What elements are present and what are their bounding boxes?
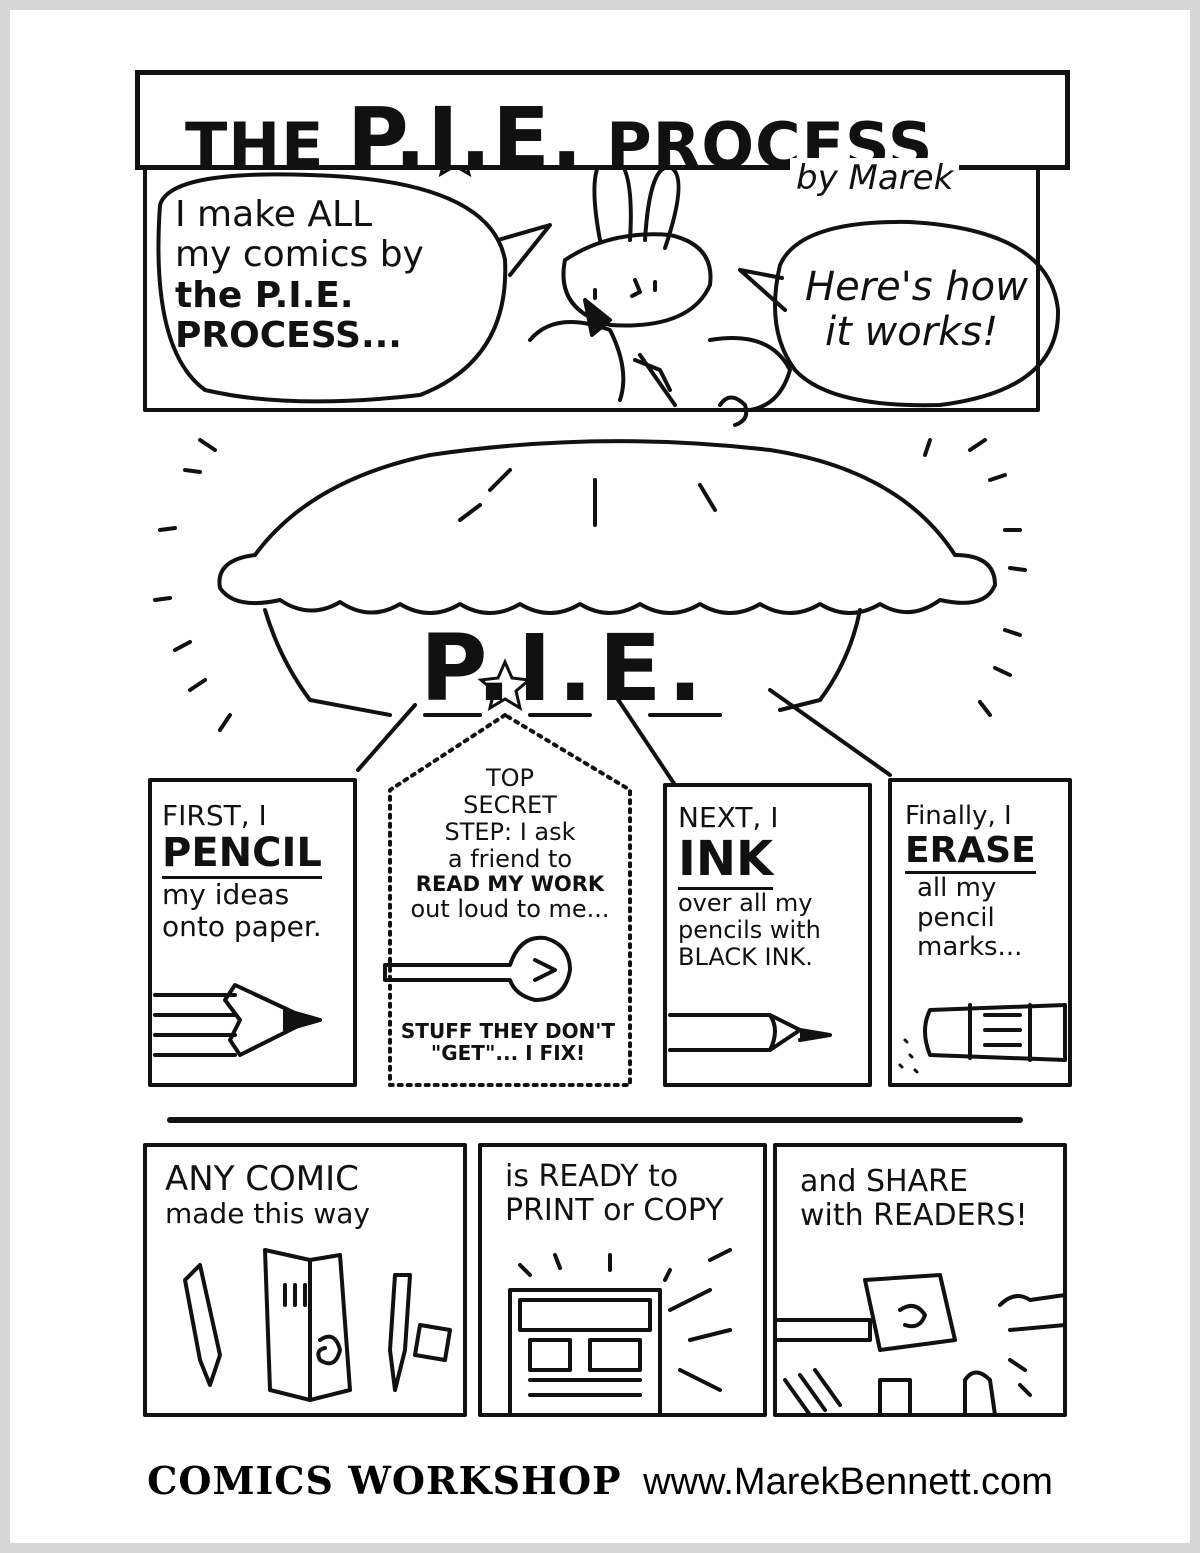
sparkle-lines: [153, 438, 1027, 732]
secret-step-line: a friend to: [447, 844, 573, 873]
erase-step-line1: Finally, I: [905, 801, 1012, 831]
ink-step-text: NEXT, I INK over all my pencils with BLA…: [678, 802, 821, 971]
ink-step-line: over all my: [678, 889, 813, 918]
ink-step-line: pencils with: [678, 915, 821, 944]
pencil-drawing: [153, 983, 322, 1057]
bottom-panel-3-frame: [773, 1143, 1067, 1417]
rabbit-character: [528, 153, 792, 427]
comic-page: THE P.I.E. PROCESS by Marek I make ALL m…: [10, 10, 1190, 1543]
left-bubble-line: the P.I.E.: [175, 274, 354, 316]
footer-url[interactable]: www.MarekBennett.com: [643, 1461, 1053, 1503]
footer-workshop: COMICS WORKSHOP: [147, 1458, 622, 1503]
connector-e: [768, 688, 892, 777]
pencil-step-keyword: PENCIL: [162, 831, 322, 880]
connector-i: [613, 693, 677, 787]
pie-illustration: [153, 438, 1027, 1087]
bottom-panel-1-line: made this way: [165, 1197, 370, 1231]
right-bubble-tail: [738, 268, 787, 312]
left-bubble-line: my comics by: [175, 234, 424, 276]
erase-step-line: all my: [917, 873, 997, 904]
erase-step-line: pencil: [917, 902, 995, 933]
bottom-panel-2-line: PRINT or COPY: [505, 1192, 724, 1228]
secret-step-line: READ MY WORK: [415, 871, 605, 896]
ink-pen-drawing: [668, 1013, 832, 1052]
right-bubble-text: Here's how it works!: [805, 265, 1028, 355]
ink-step-line: BLACK INK.: [678, 942, 813, 971]
bottom-panel-3-line: and SHARE: [800, 1164, 968, 1199]
right-bubble-line: Here's how: [805, 264, 1028, 310]
pie-label: P.I.E.: [420, 615, 709, 722]
erase-step-line: marks...: [917, 931, 1023, 962]
secret-fix-text: STUFF THEY DON'T "GET"... I FIX!: [388, 1020, 628, 1065]
left-bubble-text: I make ALL my comics by the P.I.E. PROCE…: [175, 194, 424, 356]
panel1-tools-and-book: [183, 1248, 452, 1402]
ink-step-keyword: INK: [678, 833, 774, 891]
wrench-drawing: [383, 935, 572, 1002]
ink-step-line1: NEXT, I: [678, 801, 779, 834]
bottom-panel-2-line: is READY to: [505, 1159, 679, 1194]
ink-panel-frame: [663, 783, 872, 1087]
secret-fix-line: STUFF THEY DON'T: [400, 1019, 616, 1043]
bottom-panel-3-text: and SHARE with READERS!: [800, 1165, 1027, 1232]
erase-step-keyword: ERASE: [905, 830, 1036, 875]
title-pre: THE: [185, 109, 325, 182]
bottom-panel-2-text: is READY to PRINT or COPY: [505, 1160, 724, 1227]
pencil-panel-frame: [148, 778, 357, 1087]
eraser-drawing: [898, 1003, 1067, 1074]
left-bubble-tail: [496, 223, 552, 277]
pie-vents: [458, 468, 717, 527]
pencil-step-line1: FIRST, I: [162, 799, 267, 832]
pie-crust-top: [253, 439, 957, 557]
secret-step-line: out loud to me...: [410, 895, 610, 924]
title: THE P.I.E. PROCESS: [185, 89, 934, 187]
secret-step-text: TOP SECRET STEP: I ask a friend to READ …: [400, 765, 620, 923]
panel2-photocopier: [508, 1248, 732, 1417]
erase-panel-frame: [888, 778, 1072, 1087]
left-speech-bubble: [156, 172, 508, 404]
byline: by Marek: [790, 158, 960, 198]
footer: COMICS WORKSHOP www.MarekBennett.com: [10, 1458, 1190, 1504]
pie-star-icon: [477, 658, 533, 712]
bottom-panel-1-frame: [143, 1143, 467, 1417]
pie-dish-sides: [263, 608, 862, 717]
right-bubble-line: it works!: [825, 308, 999, 355]
left-bubble-line: PROCESS...: [175, 314, 402, 356]
erase-step-text: Finally, I ERASE all my pencil marks...: [905, 801, 1036, 962]
right-speech-bubble: [773, 219, 1061, 408]
pencil-step-text: FIRST, I PENCIL my ideas onto paper.: [162, 800, 322, 942]
secret-step-line: SECRET: [463, 790, 557, 819]
bottom-panel-3-line: with READERS!: [800, 1197, 1028, 1233]
pie-crust-edge: [217, 553, 997, 615]
secret-step-line: TOP: [485, 764, 535, 792]
secret-fix-line: "GET"... I FIX!: [430, 1041, 586, 1066]
pencil-step-line: onto paper.: [162, 909, 322, 943]
secret-step-line: STEP: I ask: [444, 817, 576, 846]
secret-step-dotted-frame: [388, 713, 632, 1087]
panel3-sharing: [773, 1273, 1067, 1417]
connector-p: [356, 703, 417, 772]
bottom-panel-1-line: ANY COMIC: [165, 1159, 359, 1199]
left-bubble-line: I make ALL: [175, 194, 373, 235]
pencil-step-line: my ideas: [162, 878, 290, 912]
title-pie: P.I.E.: [347, 89, 584, 187]
bottom-panel-1-text: ANY COMIC made this way: [165, 1159, 370, 1231]
title-box: THE P.I.E. PROCESS: [135, 70, 1070, 187]
